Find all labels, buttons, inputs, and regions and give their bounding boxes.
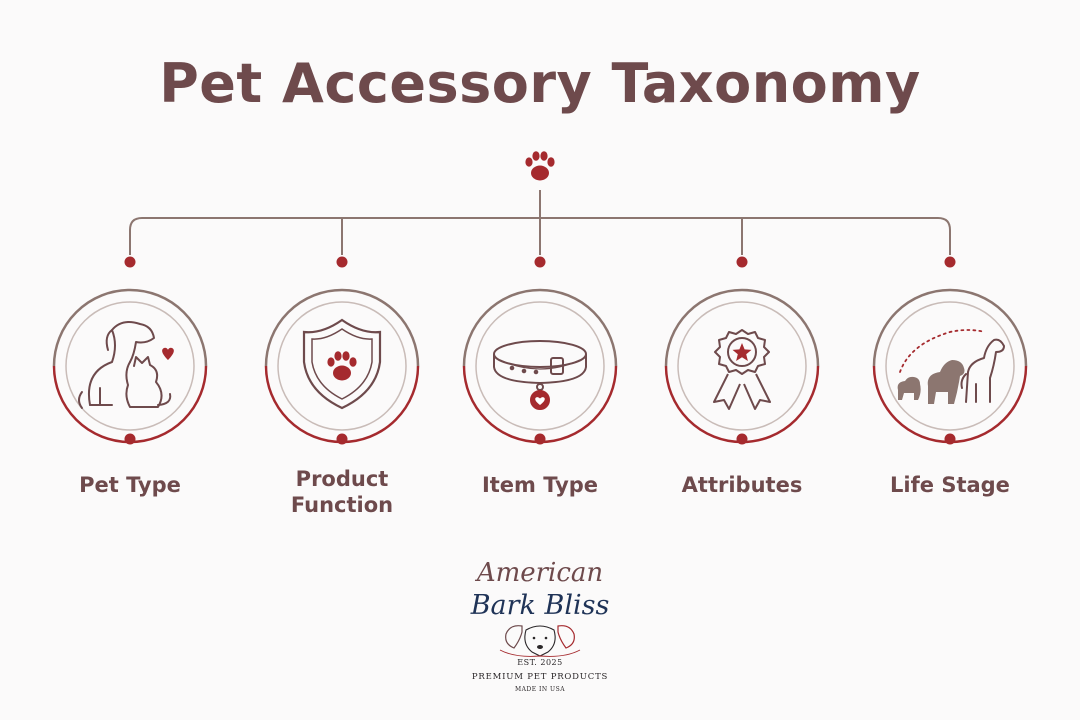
paw-icon — [525, 151, 555, 181]
category-label-product-function-line2: Function — [290, 493, 394, 517]
dog-head-icon — [499, 625, 581, 657]
category-label-attributes: Attributes — [681, 473, 803, 497]
logo-tagline: PREMIUM PET PRODUCTS — [471, 672, 609, 682]
logo-line1: American — [476, 558, 604, 588]
logo-made-in: MADE IN USA — [514, 686, 566, 693]
node-item-type — [462, 256, 618, 445]
connector-lines — [129, 190, 951, 255]
category-label-life-stage: Life Stage — [890, 473, 1010, 497]
category-label-product-function: Product Function — [242, 466, 442, 518]
category-label-item-type: Item Type — [481, 473, 599, 497]
node-life-stage — [872, 256, 1028, 445]
category-label-product-function-line1: Product — [295, 467, 389, 491]
logo-line2: Bark Bliss — [470, 590, 610, 621]
shield-paw-icon — [302, 318, 382, 410]
dog-and-cat-icon — [78, 321, 172, 409]
logo-established: EST. 2025 — [517, 658, 563, 667]
node-product-function — [264, 256, 420, 445]
collar-icon — [493, 340, 587, 410]
node-attributes — [664, 256, 820, 445]
diagram-title: Pet Accessory Taxonomy — [159, 52, 921, 115]
heart-icon — [162, 347, 174, 360]
brand-logo: American Bark Bliss EST. 2025 PREMIUM PE… — [440, 548, 640, 718]
category-label-pet-type: Pet Type — [79, 473, 181, 497]
badge-ribbon-icon — [713, 329, 771, 410]
node-pet-type — [52, 256, 208, 445]
growing-dogs-icon — [897, 329, 1005, 404]
